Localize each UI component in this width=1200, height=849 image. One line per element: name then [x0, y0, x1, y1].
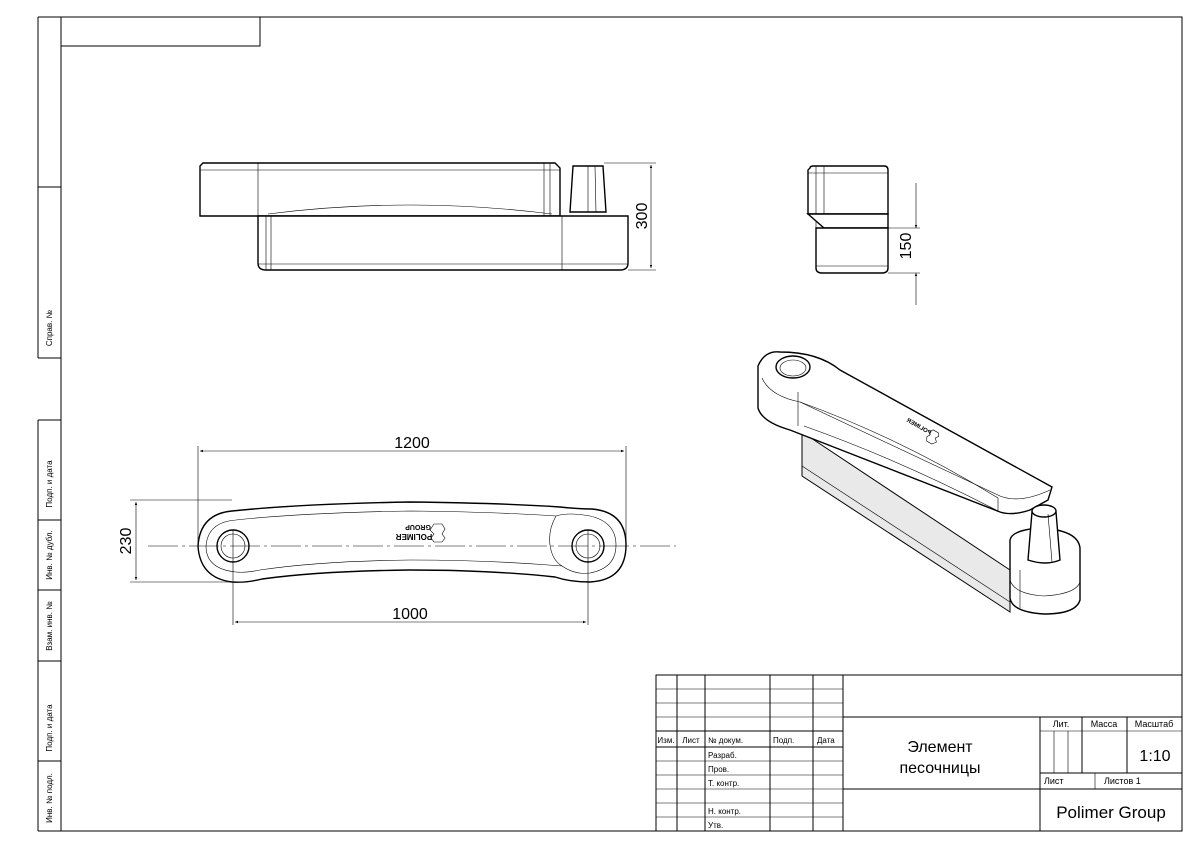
role-t-kontr: Т. контр. — [708, 779, 739, 788]
label-lit: Лит. — [1053, 719, 1070, 729]
top-view: POLIMER GROUP 1200 230 1000 — [118, 435, 676, 625]
logo-line2: GROUP — [405, 523, 431, 530]
header-izm: Изм. — [657, 736, 674, 745]
header-data: Дата — [817, 736, 835, 745]
dim-top-length: 1200 — [394, 435, 430, 452]
label-sheet: Лист — [1044, 776, 1064, 786]
role-razrab: Разраб. — [708, 751, 737, 760]
dim-front-height: 300 — [634, 203, 651, 230]
side-strip: Справ. № Подп. и дата Инв. № дубл. Взам.… — [37, 16, 61, 832]
scale-value: 1:10 — [1139, 748, 1170, 765]
sheet-frame — [60, 16, 1183, 832]
label-sheets-total: Листов 1 — [1104, 776, 1141, 786]
side-view: 150 — [806, 165, 920, 305]
drawing-title-line2: песочницы — [899, 760, 980, 777]
label-masshtab: Масштаб — [1135, 719, 1174, 729]
header-no-dokum: № докум. — [708, 736, 743, 745]
polimer-group-logo: POLIMER GROUP — [396, 523, 446, 543]
logo-line1: POLIMER — [396, 532, 433, 541]
side-label-inv-podl: Инв. № подл. — [45, 773, 54, 823]
side-label-podp-data-2: Подп. и дата — [45, 704, 54, 752]
header-podp: Подп. — [773, 736, 794, 745]
isometric-view: POLIMER — [757, 351, 1081, 615]
side-label-sprav: Справ. № — [45, 309, 54, 346]
role-n-kontr: Н. контр. — [708, 807, 741, 816]
dim-top-width: 230 — [118, 528, 135, 555]
side-label-podp-data-1: Подп. и дата — [45, 460, 54, 508]
front-view: 300 — [199, 162, 656, 271]
drawing-title-line1: Элемент — [907, 739, 973, 756]
top-left-stamp-box — [60, 16, 261, 47]
dim-side-height: 150 — [898, 233, 915, 260]
header-list: Лист — [682, 736, 700, 745]
role-utv: Утв. — [708, 821, 723, 830]
title-block: Изм. Лист № докум. Подп. Дата Разраб. Пр… — [655, 674, 1183, 832]
dim-hole-distance: 1000 — [392, 606, 428, 623]
role-prov: Пров. — [708, 765, 729, 774]
organization-name: Polimer Group — [1056, 803, 1166, 822]
label-massa: Масса — [1091, 719, 1118, 729]
side-label-inv-dubl: Инв. № дубл. — [45, 530, 54, 580]
side-label-vzam-inv: Взам. инв. № — [45, 601, 54, 651]
